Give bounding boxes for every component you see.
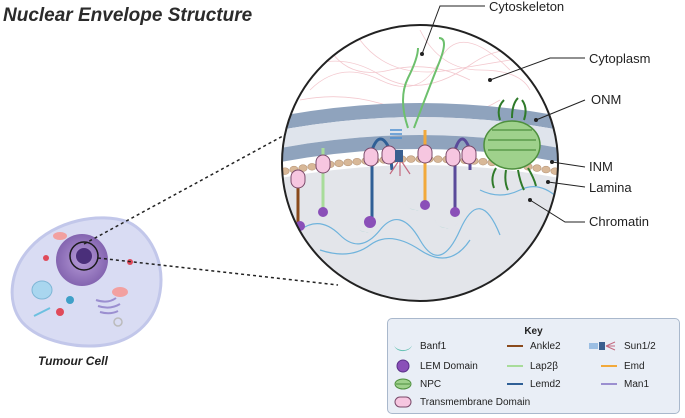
zoom-line-bottom <box>97 257 339 286</box>
lap2b-line-icon <box>507 365 523 367</box>
key-label-npc: NPC <box>420 378 442 390</box>
key-item-lemd2: Lemd2 <box>506 377 561 391</box>
emd-protein <box>417 130 433 210</box>
lem-domain-icon <box>396 359 410 373</box>
vesicle <box>113 317 123 327</box>
callout-cytoskeleton: Cytoskeleton <box>489 0 565 14</box>
chromatin-fibres <box>299 186 558 259</box>
lamina-bead <box>334 159 344 168</box>
lamina-bead <box>406 155 416 163</box>
key-item-ankle2: Ankle2 <box>506 339 561 353</box>
golgi <box>95 297 121 315</box>
mitochondrion <box>112 287 128 297</box>
lap2b-protein <box>315 148 331 217</box>
vesicle <box>31 280 53 300</box>
key-label-lemd2: Lemd2 <box>530 378 561 390</box>
lemd2-protein <box>363 137 397 228</box>
lamina-bead <box>532 164 542 172</box>
callout-dots <box>420 52 554 202</box>
key-title: Key <box>524 326 543 337</box>
man1-line-icon <box>601 383 617 385</box>
nucleolus <box>76 248 92 264</box>
lysosome <box>43 255 49 261</box>
lamina-bead <box>307 163 317 171</box>
tumour-cell-label: Tumour Cell <box>38 354 108 368</box>
key-item-transmembrane-domain: Transmembrane Domain <box>392 395 530 409</box>
cytoskeletal-filament <box>413 37 445 129</box>
key-label-man1: Man1 <box>624 378 650 390</box>
callout-onm: ONM <box>591 92 622 107</box>
key-item-banf1: Banf1 <box>392 339 446 353</box>
key-item-npc: NPC <box>392 377 441 391</box>
npc-icon <box>394 378 412 390</box>
key-item-emd: Emd <box>600 359 645 373</box>
sun12-icon <box>589 341 616 351</box>
lamina-bead <box>541 165 551 174</box>
callout-lamina: Lamina <box>589 180 632 195</box>
key-label-ankle2: Ankle2 <box>530 340 561 352</box>
lamina-bead <box>433 155 443 163</box>
sun12-protein <box>389 129 411 176</box>
callout-inm: INM <box>589 159 613 174</box>
callout-lines <box>421 5 586 223</box>
key-label-sun12: Sun1/2 <box>624 340 656 352</box>
cytoskeletal-filament <box>402 47 419 129</box>
mitochondrion <box>53 232 67 240</box>
zoom-region <box>69 241 99 271</box>
lamina-bead <box>343 158 353 167</box>
transmembrane-domain-icon <box>394 396 412 408</box>
key-label-transmembrane-domain: Transmembrane Domain <box>420 396 531 408</box>
key-label-banf1: Banf1 <box>420 340 447 352</box>
microtubule <box>33 307 51 317</box>
callout-chromatin: Chromatin <box>589 214 649 229</box>
zoom-line-top <box>83 117 317 245</box>
tumour-cell <box>10 216 163 348</box>
lamina-bead <box>352 157 362 166</box>
nuclear-pore-complex <box>483 97 541 191</box>
key-label-lem-domain: LEM Domain <box>420 360 478 372</box>
key-item-lap2b: Lap2β <box>506 359 558 373</box>
magnified-envelope <box>272 25 568 301</box>
lamina-bead <box>560 169 568 176</box>
key-label-emd: Emd <box>624 360 645 372</box>
lysosome <box>56 308 64 316</box>
man1-protein <box>445 137 477 217</box>
callout-cytoplasm: Cytoplasm <box>589 51 651 66</box>
ankle2-line-icon <box>507 345 523 347</box>
figure-title: Nuclear Envelope Structure <box>3 5 253 26</box>
centrosome <box>66 296 74 304</box>
key-item-man1: Man1 <box>600 377 649 391</box>
emd-line-icon <box>601 365 617 367</box>
key-panel: Key Banf1 LEM Domain NPC Transmembrane D… <box>387 318 680 414</box>
lamina-bead <box>272 169 280 176</box>
outer-nuclear-membrane <box>282 103 558 132</box>
banf1-icon <box>393 343 412 352</box>
lamina-bead <box>478 157 488 166</box>
key-item-sun12: Sun1/2 <box>588 339 656 353</box>
lemd2-line-icon <box>507 383 523 385</box>
key-label-lap2b: Lap2β <box>530 360 558 372</box>
key-item-lem-domain: LEM Domain <box>392 359 478 373</box>
